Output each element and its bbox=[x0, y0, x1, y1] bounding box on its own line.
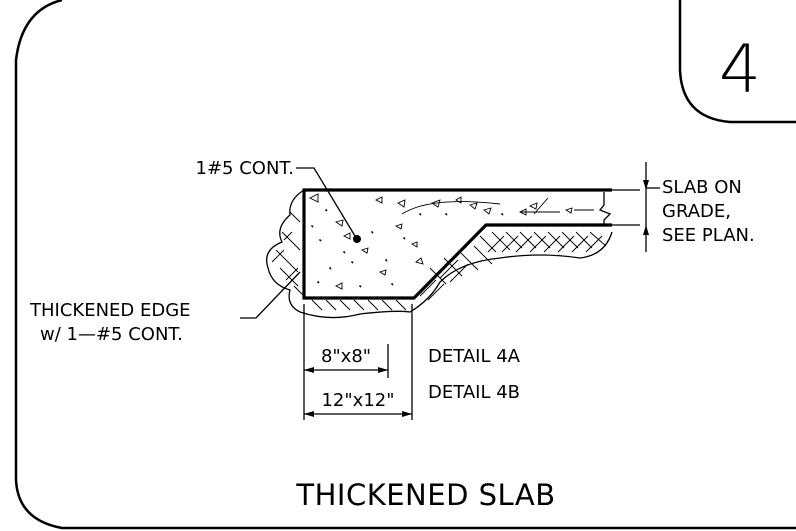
dimension-detail-1: DETAIL 4A bbox=[428, 346, 521, 367]
slab-note-line3: SEE PLAN. bbox=[662, 225, 755, 246]
rebar-dot bbox=[353, 235, 361, 243]
dimension-extension-lines bbox=[303, 304, 413, 420]
edge-leader bbox=[240, 271, 301, 319]
slab-thickness-dimension bbox=[612, 162, 660, 252]
soil-outline bbox=[265, 189, 613, 319]
dimension-row-2: 12"x12" DETAIL 4B bbox=[304, 382, 520, 417]
slab-note-line1: SLAB ON bbox=[662, 177, 742, 198]
edge-note-line1: THICKENED EDGE bbox=[29, 300, 191, 321]
slab-outline bbox=[302, 188, 612, 300]
detail-title: THICKENED SLAB bbox=[295, 478, 555, 512]
sheet-border bbox=[14, 0, 796, 530]
detail-number: 4 bbox=[719, 31, 761, 108]
dimension-detail-2: DETAIL 4B bbox=[428, 382, 520, 403]
rebar-leader bbox=[296, 167, 356, 237]
break-line bbox=[598, 192, 612, 224]
detail-number-box bbox=[678, 0, 796, 124]
dimension-row-1: 8"x8" DETAIL 4A bbox=[304, 346, 521, 373]
rebar-label: 1#5 CONT. bbox=[196, 158, 295, 179]
dimension-size-1: 8"x8" bbox=[321, 346, 371, 367]
slab-note-line2: GRADE, bbox=[662, 201, 731, 222]
soil-hatch bbox=[271, 211, 607, 311]
concrete-aggregate bbox=[308, 193, 594, 290]
dimension-size-2: 12"x12" bbox=[321, 390, 394, 411]
edge-note-line2: w/ 1—#5 CONT. bbox=[40, 324, 183, 345]
